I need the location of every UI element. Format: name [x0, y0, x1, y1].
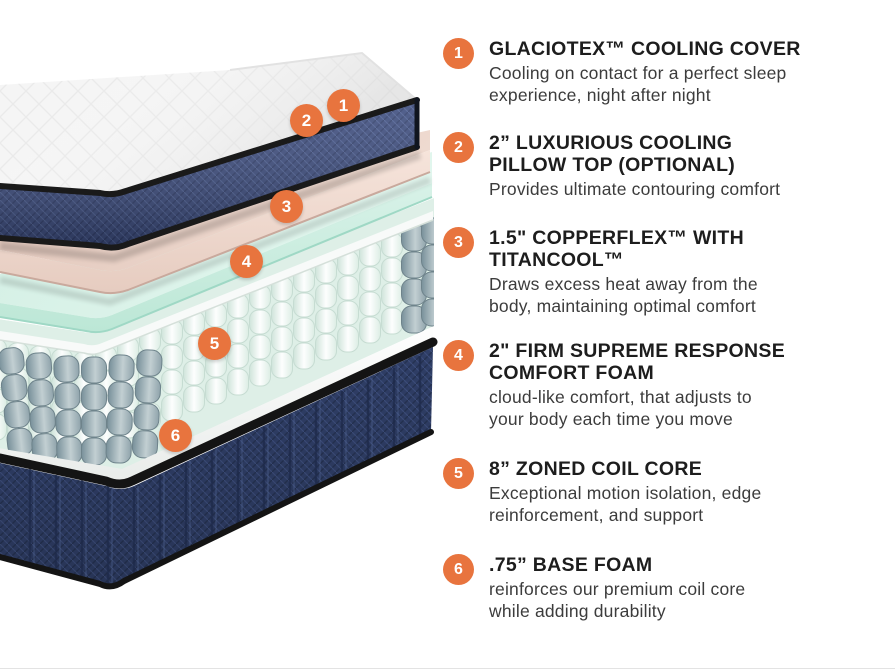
legend-description: Provides ultimate contouring comfort	[489, 179, 781, 199]
legend-item-coil-core: 5 8” ZONED COIL CORE Exceptional motion …	[443, 458, 883, 526]
top-mattress	[0, 51, 422, 263]
mattress-illustration	[0, 51, 438, 590]
hotspot-2: 2	[290, 104, 323, 137]
legend-title: GLACIOTEX™ COOLING COVER	[489, 38, 801, 60]
legend-description: cloud-like comfort, that adjusts to your…	[489, 387, 752, 429]
hotspot-1: 1	[327, 89, 360, 122]
legend-item-comfort-foam: 4 2" FIRM SUPREME RESPONSE COMFORT FOAM …	[443, 340, 883, 430]
legend-description: Exceptional motion isolation, edge reinf…	[489, 483, 762, 525]
base-foam-layer	[0, 347, 434, 590]
hotspot-6: 6	[159, 419, 192, 452]
legend-item-pillow-top: 2 2” LUXURIOUS COOLING PILLOW TOP (OPTIO…	[443, 132, 883, 201]
glaciotex-cover-top	[0, 51, 418, 195]
hotspot-4: 4	[230, 245, 263, 278]
legend-number-badge: 4	[443, 340, 474, 371]
legend-number-badge: 1	[443, 38, 474, 69]
legend-title: 2" FIRM SUPREME RESPONSE COMFORT FOAM	[489, 340, 785, 384]
legend-title: 1.5" COPPERFLEX™ WITH TITANCOOL™	[489, 227, 744, 271]
legend-item-copperflex: 3 1.5" COPPERFLEX™ WITH TITANCOOL™ Draws…	[443, 227, 883, 317]
legend-title: 2” LUXURIOUS COOLING PILLOW TOP (OPTIONA…	[489, 132, 736, 176]
hotspot-5: 5	[198, 327, 231, 360]
legend-number-badge: 6	[443, 554, 474, 585]
hotspot-3: 3	[270, 190, 303, 223]
legend-number-badge: 5	[443, 458, 474, 489]
legend-title: .75” BASE FOAM	[489, 554, 653, 576]
pillow-top-band	[0, 100, 417, 248]
coil-unit-top-plate	[0, 211, 434, 356]
coil-platform	[0, 318, 438, 489]
legend-item-base-foam: 6 .75” BASE FOAM reinforces our premium …	[443, 554, 883, 622]
legend-number-badge: 3	[443, 227, 474, 258]
legend: 1 GLACIOTEX™ COOLING COVER Cooling on co…	[443, 0, 888, 668]
legend-description: Cooling on contact for a perfect sleep e…	[489, 63, 787, 105]
legend-number-badge: 2	[443, 132, 474, 163]
legend-description: Draws excess heat away from the body, ma…	[489, 274, 758, 316]
legend-item-cooling-cover: 1 GLACIOTEX™ COOLING COVER Cooling on co…	[443, 38, 883, 106]
legend-title: 8” ZONED COIL CORE	[489, 458, 703, 480]
legend-description: reinforces our premium coil core while a…	[489, 579, 746, 621]
